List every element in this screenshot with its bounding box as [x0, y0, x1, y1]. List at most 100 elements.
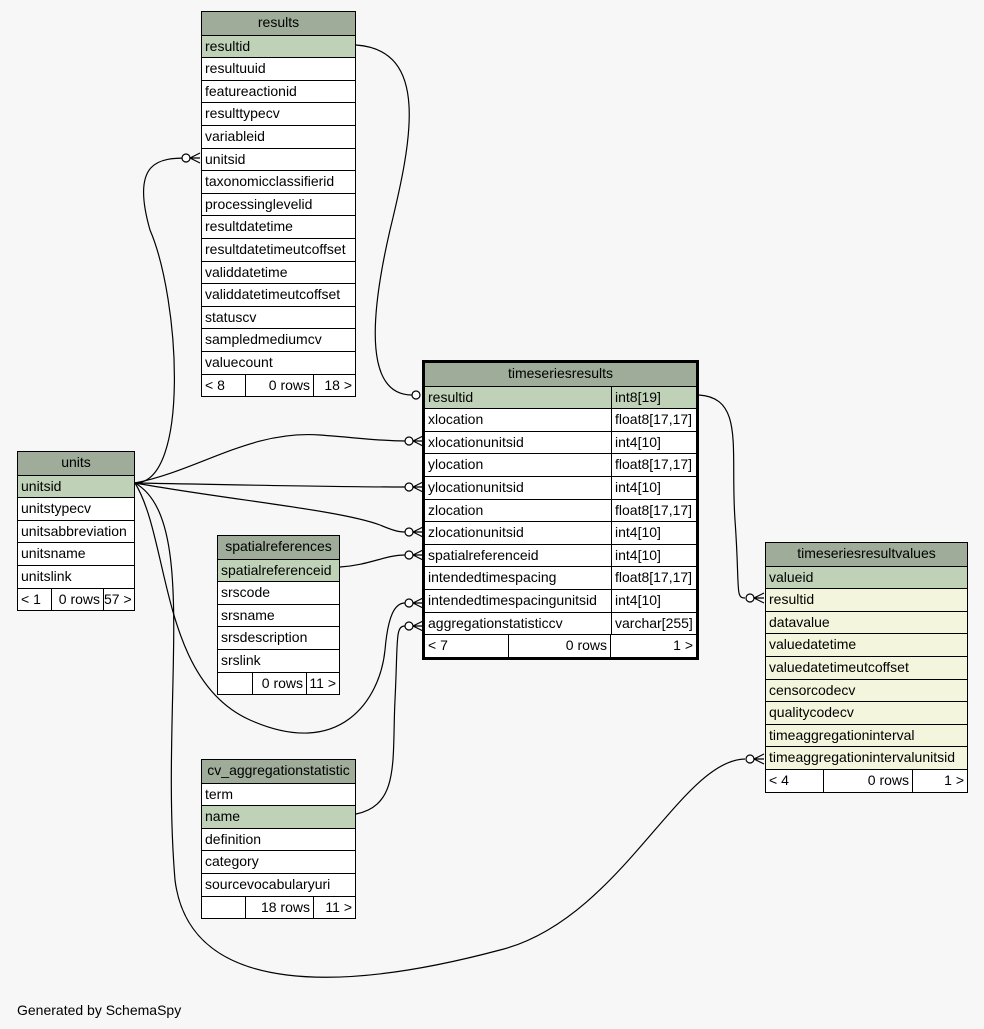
parents-link[interactable]: < 1 — [21, 590, 41, 607]
parents-link[interactable]: < 8 — [205, 376, 225, 393]
children-link[interactable]: 18 > — [313, 374, 355, 397]
edge-units-results — [134, 157, 189, 484]
column-row-spatialreferenceid[interactable]: spatialreferenceid — [218, 558, 339, 582]
column-name: featureactionid — [205, 82, 297, 99]
row-count: 0 rows — [508, 635, 610, 657]
column-name: definition — [205, 830, 262, 847]
parents-link[interactable]: < 7 — [428, 637, 448, 654]
column-row-resultdatetimeutcoffset[interactable]: resultdatetimeutcoffset — [202, 238, 355, 261]
column-name: intendedtimespacing — [428, 569, 557, 586]
table-header[interactable]: results — [202, 12, 355, 35]
column-row-resultid[interactable]: resultid — [766, 588, 967, 611]
column-row-unitstypecv[interactable]: unitstypecv — [18, 497, 134, 520]
column-row-unitsid[interactable]: unitsid — [18, 474, 134, 498]
column-row-definition[interactable]: definition — [202, 827, 355, 851]
column-row-valueid[interactable]: valueid — [766, 565, 967, 589]
column-row-timeaggregationintervalunitsid[interactable]: timeaggregationintervalunitsid — [766, 746, 967, 769]
column-row-statuscv[interactable]: statuscv — [202, 305, 355, 329]
column-name: validdatetime — [205, 263, 288, 280]
column-row-valuedatetimeutcoffset[interactable]: valuedatetimeutcoffset — [766, 656, 967, 679]
column-row-srscode[interactable]: srscode — [218, 581, 339, 604]
column-name: resultid — [766, 589, 967, 611]
column-row-unitsid[interactable]: unitsid — [202, 147, 355, 171]
column-row-sampledmediumcv[interactable]: sampledmediumcv — [202, 328, 355, 351]
table-header[interactable]: spatialreferences — [218, 536, 339, 559]
column-name: resulttypecv — [205, 105, 280, 122]
column-type: float8[17,17] — [611, 499, 696, 522]
column-name: qualitycodecv — [766, 702, 967, 724]
column-row-srsname[interactable]: srsname — [218, 603, 339, 627]
column-row-censorcodecv[interactable]: censorcodecv — [766, 678, 967, 702]
edge-end-circle — [404, 550, 414, 560]
column-row-srsdescription[interactable]: srsdescription — [218, 626, 339, 649]
column-row-category[interactable]: category — [202, 850, 355, 873]
column-row-resulttypecv[interactable]: resulttypecv — [202, 102, 355, 125]
table-header[interactable]: units — [18, 452, 134, 475]
column-row-unitsabbreviation[interactable]: unitsabbreviation — [18, 519, 134, 543]
column-type: int4[10] — [611, 477, 696, 499]
column-row-resultuuid[interactable]: resultuuid — [202, 57, 355, 80]
column-row-processinglevelid[interactable]: processinglevelid — [202, 192, 355, 216]
children-link[interactable]: 1 > — [610, 635, 696, 657]
edge-units-timeseriesresultvalues — [134, 482, 746, 978]
column-row-validdatetime[interactable]: validdatetime — [202, 260, 355, 284]
column-name: ylocationunitsid — [428, 479, 524, 495]
table-header[interactable]: timeseriesresultvalues — [766, 543, 967, 566]
column-name: unitstypecv — [21, 500, 92, 517]
column-row-name[interactable]: name — [202, 805, 355, 828]
parents-link[interactable] — [218, 673, 252, 695]
parents-link[interactable]: < 4 — [769, 772, 789, 788]
column-name: resultid — [425, 386, 611, 409]
column-row-variableid[interactable]: variableid — [202, 125, 355, 148]
column-row-unitsname[interactable]: unitsname — [18, 542, 134, 565]
column-name: valuecount — [205, 354, 273, 370]
column-row-valuecount[interactable]: valuecount — [202, 351, 355, 374]
table-header[interactable]: timeseriesresults — [425, 363, 696, 386]
edge-crowfoot — [412, 597, 424, 609]
column-row-term[interactable]: term — [202, 782, 355, 806]
column-row-ylocationunitsid[interactable]: ylocationunitsid int4[10] — [425, 476, 696, 499]
column-row-validdatetimeutcoffset[interactable]: validdatetimeutcoffset — [202, 283, 355, 306]
column-row-featureactionid[interactable]: featureactionid — [202, 79, 355, 103]
edge-spatialreferences-timeseriesresults — [339, 554, 406, 568]
column-row-taxonomicclassifierid[interactable]: taxonomicclassifierid — [202, 170, 355, 193]
edge-crowfoot — [412, 435, 424, 447]
children-link[interactable]: 11 > — [306, 672, 339, 695]
column-name: zlocationunitsid — [428, 524, 524, 541]
children-link[interactable]: 1 > — [912, 770, 967, 792]
column-type: varchar[255] — [611, 612, 696, 635]
column-row-datavalue[interactable]: datavalue — [766, 610, 967, 634]
column-row-resultdatetime[interactable]: resultdatetime — [202, 215, 355, 238]
column-row-resultid[interactable]: resultid — [202, 34, 355, 58]
edge-units-ylocationunitsid — [134, 482, 406, 488]
table-header[interactable]: cv_aggregationstatistic — [202, 760, 355, 783]
column-name: resultdatetime — [205, 218, 293, 235]
column-row-qualitycodecv[interactable]: qualitycodecv — [766, 701, 967, 724]
generated-by-label: Generated by SchemaSpy — [17, 1002, 182, 1018]
column-name: unitsabbreviation — [21, 522, 127, 539]
column-row-timeaggregationinterval[interactable]: timeaggregationinterval — [766, 723, 967, 747]
children-link[interactable]: 11 > — [313, 896, 355, 919]
column-row-valuedatetime[interactable]: valuedatetime — [766, 633, 967, 656]
column-row-unitslink[interactable]: unitslink — [18, 565, 134, 588]
column-row-srslink[interactable]: srslink — [218, 649, 339, 672]
children-link[interactable]: 57 > — [103, 588, 134, 611]
parents-link[interactable] — [202, 897, 245, 919]
column-row-sourcevocabularyuri[interactable]: sourcevocabularyuri — [202, 873, 355, 896]
